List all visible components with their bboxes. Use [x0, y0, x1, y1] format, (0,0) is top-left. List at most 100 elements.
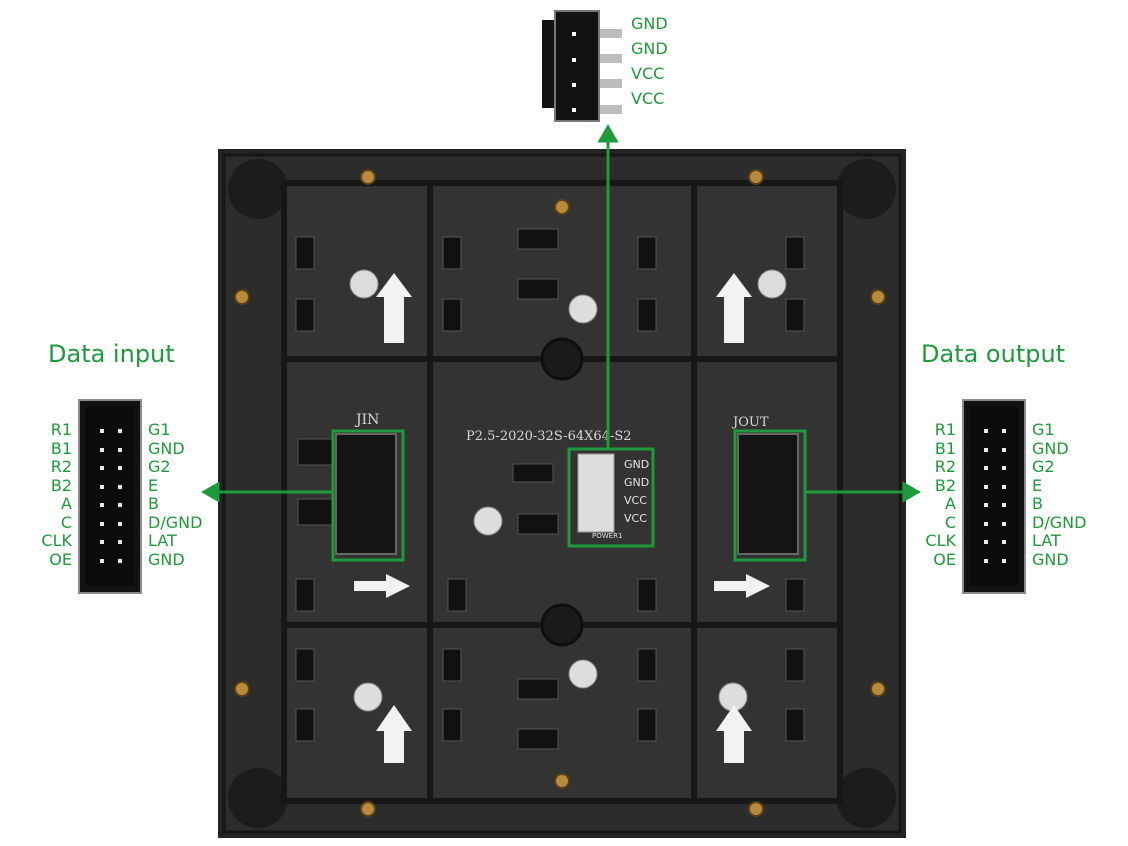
data-output-header-pin-dot [984, 429, 988, 433]
jout-label: JOUT [733, 415, 769, 430]
data-input-header-pin-dot [118, 521, 122, 526]
data-output-header-pin-dot [984, 540, 988, 544]
data-output-pin-a: A [945, 494, 956, 513]
data-input-right-labels: G1 GND G2 E B D/GND LAT GND [148, 420, 203, 569]
data-output-pin-oe: OE [933, 549, 956, 569]
data-input-pin-b: B [148, 494, 159, 513]
data-input-header-pin-dot [100, 503, 104, 507]
data-output-header-inner [970, 407, 1018, 586]
data-output-pin-d-gnd: D/GND [1032, 512, 1087, 532]
power-pin-2 [572, 58, 576, 62]
data-input-pin-r1: R1 [50, 420, 72, 439]
data-output-pin-gnd-1: GND [1032, 438, 1069, 458]
power-lead-3 [600, 79, 622, 88]
data-input-pin-lat: LAT [148, 531, 177, 550]
power-pin-1 [572, 32, 576, 36]
data-input-header-inner [86, 407, 134, 586]
data-output-header-pin-dot [984, 558, 988, 563]
power-lead-2 [600, 54, 622, 63]
data-input-header-pin-dot [118, 429, 122, 433]
data-output-pin-g2: G2 [1032, 457, 1055, 476]
data-input-pin-a: A [61, 494, 72, 513]
data-output-pin-b1: B1 [934, 438, 956, 458]
data-output-left-labels: R1 B1 R2 B2 A C CLK OE [904, 420, 956, 569]
data-output-pin-b: B [1032, 494, 1043, 513]
data-input-pin-g2: G2 [148, 457, 171, 476]
data-output-header-pin-dot [1002, 447, 1006, 452]
data-input-header-pin-dot [100, 429, 104, 433]
data-input-left-labels: R1 B1 R2 B2 A C CLK OE [20, 420, 72, 569]
data-output-header-pin-dot [984, 521, 988, 526]
power-lead-1 [600, 29, 622, 38]
data-input-pin-g1: G1 [148, 420, 171, 439]
data-input-pin-clk: CLK [41, 531, 72, 550]
data-input-header [78, 399, 142, 594]
power-connector [542, 10, 622, 122]
data-output-header-pin-dot [984, 484, 988, 489]
power-label: POWER1 [592, 532, 623, 540]
power-label-3: VCC [631, 64, 665, 83]
data-output-header-pin-dot [1002, 503, 1006, 507]
board-power-pin-3: VCC [624, 494, 647, 507]
data-output-pin-c: C [944, 512, 956, 532]
data-input-header-pin-dot [100, 466, 104, 470]
data-input-header-pin-dot [118, 484, 122, 489]
data-input-header-pin-dot [118, 466, 122, 470]
board-power-pin-1: GND [624, 458, 650, 471]
data-output-pin-r1: R1 [934, 420, 956, 439]
data-input-pin-gnd-1: GND [148, 438, 185, 458]
data-input-pin-oe: OE [49, 549, 72, 569]
power-pin-4 [572, 108, 576, 112]
data-output-pin-clk: CLK [925, 531, 956, 550]
board-power-pin-2: GND [624, 476, 650, 489]
data-input-header-pin-dot [118, 540, 122, 544]
data-output-header-pin-dot [1002, 521, 1006, 526]
power-arrow-head [597, 123, 619, 143]
led-panel-graphic [218, 149, 906, 838]
data-input-pin-d-gnd: D/GND [148, 512, 203, 532]
data-output-title: Data output [921, 340, 1066, 368]
data-input-header-pin-dot [100, 521, 104, 526]
jin-label: JIN [356, 412, 380, 428]
input-arrow-head [200, 481, 220, 503]
data-output-right-labels: G1 GND G2 E B D/GND LAT GND [1032, 420, 1087, 569]
data-output-pin-b2: B2 [934, 475, 956, 495]
data-output-pin-lat: LAT [1032, 531, 1061, 550]
data-input-header-pin-dot [100, 484, 104, 489]
power-connector-housing [554, 10, 600, 122]
power-lead-4 [600, 105, 622, 114]
board-power-pin-labels: GND GND VCC VCC [624, 458, 664, 530]
data-input-header-pin-dot [118, 503, 122, 507]
data-output-pin-gnd-2: GND [1032, 549, 1069, 569]
data-input-header-pin-dot [100, 540, 104, 544]
power-label-2: GND [631, 39, 668, 58]
power-label-4: VCC [631, 89, 665, 108]
power-label-1: GND [631, 14, 668, 33]
data-output-header-pin-dot [1002, 429, 1006, 433]
power-connector-labels: GND GND VCC VCC [631, 14, 668, 115]
data-output-header-pin-dot [1002, 558, 1006, 563]
board-model-label: P2.5-2020-32S-64X64-S2 [466, 429, 632, 444]
data-input-pin-b2: B2 [50, 475, 72, 495]
board-power-pin-4: VCC [624, 512, 647, 525]
data-output-pin-g1: G1 [1032, 420, 1055, 439]
data-output-header-pin-dot [1002, 466, 1006, 470]
data-input-header-pin-dot [100, 558, 104, 563]
data-output-header [962, 399, 1026, 594]
data-input-header-pin-dot [118, 447, 122, 452]
data-input-pin-c: C [60, 512, 72, 532]
data-output-header-pin-dot [1002, 540, 1006, 544]
data-output-pin-e: E [1032, 475, 1043, 495]
data-output-header-pin-dot [984, 503, 988, 507]
data-input-pin-r2: R2 [50, 457, 72, 476]
data-input-title: Data input [48, 340, 175, 368]
power-pin-3 [572, 83, 576, 87]
power-connector-body [542, 20, 554, 108]
led-panel: P2.5-2020-32S-64X64-S2 JIN JOUT POWER1 G… [218, 149, 906, 838]
data-output-pin-r2: R2 [934, 457, 956, 476]
data-output-header-pin-dot [984, 447, 988, 452]
data-input-header-pin-dot [118, 558, 122, 563]
data-input-pin-b1: B1 [50, 438, 72, 458]
data-input-header-pin-dot [100, 447, 104, 452]
data-output-header-pin-dot [984, 466, 988, 470]
